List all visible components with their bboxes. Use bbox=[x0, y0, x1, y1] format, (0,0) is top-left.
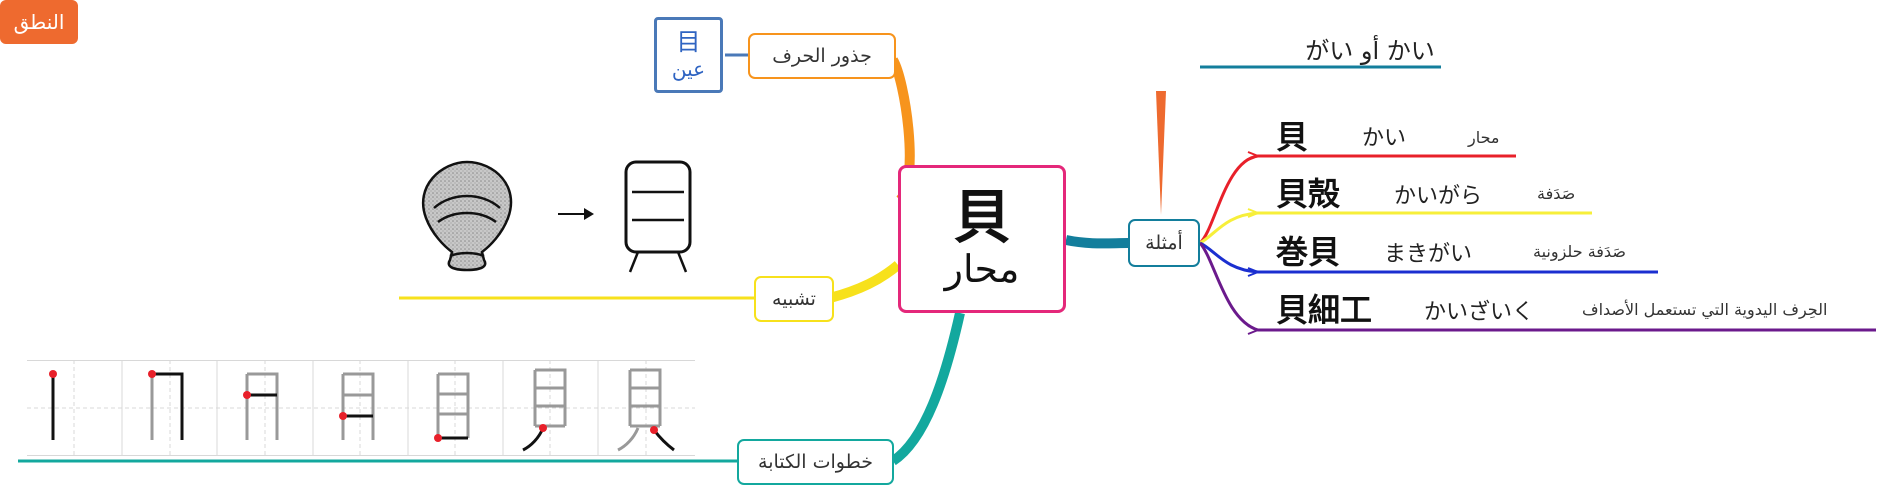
reading-pointer bbox=[1156, 91, 1166, 215]
radical-meaning: عين bbox=[671, 57, 706, 81]
examples-branch-label: أمثلة bbox=[1145, 232, 1183, 254]
example-3-meaning: صَدَفة حلزونية bbox=[1533, 242, 1626, 261]
writing-branch-label: خطوات الكتابة bbox=[758, 451, 873, 473]
stroke-step-6 bbox=[522, 368, 567, 452]
example-4-kanji: 貝細工 bbox=[1276, 291, 1373, 329]
example-2-meaning: صَدَفة bbox=[1537, 184, 1576, 203]
reading-value: かい أو がい bbox=[1305, 37, 1435, 65]
example-2-kanji: 貝殻 bbox=[1276, 175, 1341, 213]
analogy-branch-label: تشبيه bbox=[772, 288, 816, 310]
reading-tag-label: النطق bbox=[13, 10, 65, 34]
radical-box[interactable]: 目 عين bbox=[654, 17, 723, 93]
examples-branch-node[interactable]: أمثلة bbox=[1128, 219, 1200, 267]
arrow-right-icon bbox=[558, 208, 594, 220]
center-kanji: 貝 bbox=[952, 183, 1011, 251]
writing-branch-node[interactable]: خطوات الكتابة bbox=[737, 439, 894, 485]
example-4-kana: かいざいく bbox=[1424, 300, 1535, 325]
stroke-step-1 bbox=[49, 370, 57, 440]
stroke-step-3 bbox=[243, 372, 279, 440]
writing-branch-line bbox=[890, 311, 965, 466]
examples-branch-line bbox=[1064, 235, 1129, 249]
stroke-order-steps bbox=[27, 360, 695, 456]
example-4-meaning: الحِرف اليدوية التي تستعمل الأصداف bbox=[1582, 300, 1828, 319]
example-3-kanji: 巻貝 bbox=[1276, 233, 1341, 271]
radical-kanji: 目 bbox=[676, 28, 701, 56]
shell-pictogram bbox=[624, 160, 692, 273]
example-2-kana: かいがら bbox=[1394, 184, 1483, 209]
seashell-illustration bbox=[422, 160, 513, 272]
radical-branch-node[interactable]: جذور الحرف bbox=[748, 33, 896, 79]
stroke-step-4 bbox=[339, 372, 375, 440]
example-1-kana: かい bbox=[1362, 126, 1407, 151]
example-1-kanji: 貝 bbox=[1276, 118, 1309, 156]
example-1-meaning: محار bbox=[1468, 128, 1500, 147]
stroke-step-5 bbox=[434, 372, 470, 442]
center-node[interactable]: 貝 محار bbox=[898, 165, 1066, 313]
stroke-step-2 bbox=[148, 370, 184, 440]
analogy-branch-node[interactable]: تشبيه bbox=[754, 276, 834, 322]
radical-branch-label: جذور الحرف bbox=[772, 45, 872, 67]
reading-tag[interactable]: النطق bbox=[0, 0, 78, 44]
center-meaning: محار bbox=[944, 247, 1020, 291]
example-3-kana: まきがい bbox=[1384, 242, 1473, 267]
analogy-branch-line bbox=[828, 261, 902, 303]
stroke-step-7 bbox=[617, 368, 675, 452]
